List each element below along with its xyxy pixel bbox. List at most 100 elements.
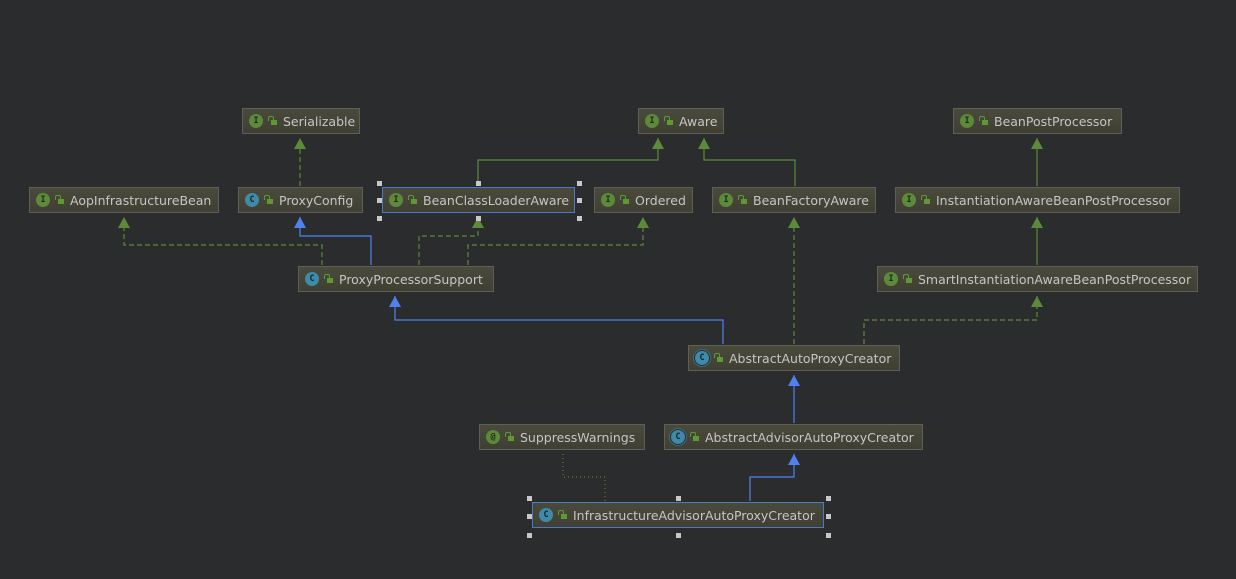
- node-bean-factory-aware[interactable]: I BeanFactoryAware: [712, 187, 876, 213]
- node-proxy-processor-support[interactable]: C ProxyProcessorSupport: [298, 266, 494, 292]
- edge-infrastructure-advisor-auto-proxy-creator-to-abstract-advisor-auto-proxy-creator: [749, 454, 800, 501]
- edge-line: [477, 138, 659, 186]
- node-label: BeanClassLoaderAware: [423, 192, 570, 208]
- arrowhead-icon: [1031, 296, 1043, 307]
- node-label: AbstractAutoProxyCreator: [729, 350, 892, 366]
- node-label: SmartInstantiationAwareBeanPostProcessor: [918, 271, 1192, 287]
- node-abstract-advisor-auto-proxy-creator[interactable]: C AbstractAdvisorAutoProxyCreator: [664, 424, 923, 450]
- selection-handle[interactable]: [476, 216, 481, 221]
- arrowhead-icon: [637, 217, 649, 228]
- public-lock-icon: [268, 116, 277, 126]
- edge-line: [418, 217, 479, 265]
- annotation-icon: @: [486, 430, 500, 444]
- selection-handle[interactable]: [826, 496, 831, 501]
- selection-handle[interactable]: [577, 216, 582, 221]
- edge-line: [394, 296, 724, 344]
- interface-icon: I: [960, 114, 974, 128]
- edge-abstract-auto-proxy-creator-to-smart-instantiation-aware-bpp: [863, 296, 1043, 344]
- node-label: Serializable: [283, 113, 356, 129]
- edge-line: [467, 217, 644, 265]
- node-label: BeanPostProcessor: [994, 113, 1113, 129]
- node-label: InfrastructureAdvisorAutoProxyCreator: [573, 507, 815, 523]
- class-icon: C: [305, 272, 319, 286]
- arrowhead-icon: [788, 375, 800, 386]
- node-label: BeanFactoryAware: [753, 192, 869, 208]
- edge-proxy-processor-support-to-bean-class-loader-aware: [418, 217, 484, 265]
- arrowhead-icon: [652, 138, 664, 149]
- selection-handle[interactable]: [377, 181, 382, 186]
- interface-icon: I: [601, 193, 615, 207]
- class-icon: C: [245, 193, 259, 207]
- selection-handle[interactable]: [527, 496, 532, 501]
- interface-icon: I: [884, 272, 898, 286]
- selection-handle[interactable]: [377, 198, 382, 203]
- abstract-class-icon: C: [671, 430, 685, 444]
- edge-proxy-processor-support-to-aop-infrastructure-bean: [118, 217, 323, 265]
- node-aop-infrastructure-bean[interactable]: I AopInfrastructureBean: [29, 187, 219, 213]
- arrowhead-icon: [698, 138, 710, 149]
- public-lock-icon: [921, 195, 930, 205]
- arrowhead-icon: [788, 217, 800, 228]
- selection-handle[interactable]: [527, 533, 532, 538]
- public-lock-icon: [408, 195, 417, 205]
- selection-handle[interactable]: [826, 514, 831, 519]
- interface-icon: I: [249, 114, 263, 128]
- edge-line: [299, 217, 372, 265]
- public-lock-icon: [738, 195, 747, 205]
- edge-line: [749, 454, 795, 501]
- edge-abstract-auto-proxy-creator-to-bean-factory-aware: [788, 217, 800, 344]
- node-label: Aware: [679, 113, 718, 129]
- edge-line: [123, 217, 323, 265]
- node-serializable[interactable]: I Serializable: [242, 108, 360, 134]
- public-lock-icon: [505, 432, 514, 442]
- node-label: ProxyProcessorSupport: [339, 271, 483, 287]
- public-lock-icon: [324, 274, 333, 284]
- node-label: AopInfrastructureBean: [70, 192, 212, 208]
- public-lock-icon: [714, 353, 723, 363]
- edge-line: [863, 296, 1038, 344]
- edge-line: [562, 454, 606, 501]
- node-smart-instantiation-aware-bpp[interactable]: I SmartInstantiationAwareBeanPostProcess…: [877, 266, 1198, 292]
- edge-smart-instantiation-aware-bpp-to-instantiation-aware-bpp: [1031, 217, 1043, 265]
- edge-abstract-advisor-auto-proxy-creator-to-abstract-auto-proxy-creator: [788, 375, 800, 423]
- node-ordered[interactable]: I Ordered: [594, 187, 693, 213]
- interface-icon: I: [645, 114, 659, 128]
- selection-handle[interactable]: [676, 533, 681, 538]
- selection-handle[interactable]: [676, 496, 681, 501]
- node-aware[interactable]: I Aware: [638, 108, 724, 134]
- public-lock-icon: [664, 116, 673, 126]
- node-abstract-auto-proxy-creator[interactable]: C AbstractAutoProxyCreator: [688, 345, 900, 371]
- node-proxy-config[interactable]: C ProxyConfig: [238, 187, 363, 213]
- interface-icon: I: [902, 193, 916, 207]
- class-icon: C: [539, 508, 553, 522]
- node-suppress-warnings[interactable]: @ SuppressWarnings: [479, 424, 645, 450]
- node-instantiation-aware-bpp[interactable]: I InstantiationAwareBeanPostProcessor: [895, 187, 1180, 213]
- public-lock-icon: [690, 432, 699, 442]
- edge-infrastructure-advisor-auto-proxy-creator-to-suppress-warnings: [562, 454, 606, 501]
- arrowhead-icon: [389, 296, 401, 307]
- node-label: SuppressWarnings: [520, 429, 636, 445]
- edge-line: [703, 138, 796, 186]
- selection-handle[interactable]: [577, 198, 582, 203]
- interface-icon: I: [389, 193, 403, 207]
- selection-handle[interactable]: [826, 533, 831, 538]
- selection-handle[interactable]: [527, 514, 532, 519]
- selection-handle[interactable]: [577, 181, 582, 186]
- edge-proxy-processor-support-to-proxy-config: [294, 217, 372, 265]
- node-infrastructure-advisor-auto-proxy-creator[interactable]: C InfrastructureAdvisorAutoProxyCreator: [532, 502, 824, 528]
- edge-proxy-processor-support-to-ordered: [467, 217, 649, 265]
- node-label: ProxyConfig: [279, 192, 354, 208]
- node-label: AbstractAdvisorAutoProxyCreator: [705, 429, 914, 445]
- node-bean-post-processor[interactable]: I BeanPostProcessor: [953, 108, 1122, 134]
- node-bean-class-loader-aware[interactable]: I BeanClassLoaderAware: [382, 187, 575, 213]
- arrowhead-icon: [118, 217, 130, 228]
- selection-handle[interactable]: [476, 181, 481, 186]
- interface-icon: I: [719, 193, 733, 207]
- edge-proxy-config-to-serializable: [294, 138, 306, 186]
- arrowhead-icon: [472, 217, 484, 228]
- public-lock-icon: [558, 510, 567, 520]
- arrowhead-icon: [1031, 217, 1043, 228]
- selection-handle[interactable]: [377, 216, 382, 221]
- node-label: InstantiationAwareBeanPostProcessor: [936, 192, 1172, 208]
